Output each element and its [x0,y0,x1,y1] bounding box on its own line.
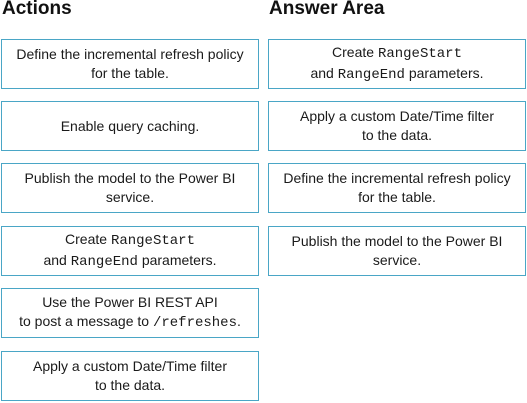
answer-area-heading: Answer Area [269,0,385,19]
action-item-rest-api-refreshes[interactable]: Use the Power BI REST API to post a mess… [1,288,259,338]
action-item-define-refresh-policy[interactable]: Define the incremental refresh policy fo… [1,39,259,89]
answer-item-create-parameters[interactable]: Create RangeStart and RangeEnd parameter… [268,39,526,89]
answer-item-text: Define the incremental refresh policy fo… [283,170,511,205]
answer-item-publish-model[interactable]: Publish the model to the Power BI servic… [268,226,526,276]
action-item-text: Use the Power BI REST API to post a mess… [19,294,241,331]
action-item-enable-query-caching[interactable]: Enable query caching. [1,101,259,151]
action-item-text: Define the incremental refresh policy fo… [16,46,244,81]
action-item-text: Apply a custom Date/Time filter to the d… [33,358,227,393]
action-item-text: Create RangeStart and RangeEnd parameter… [43,231,217,270]
answer-item-apply-date-filter[interactable]: Apply a custom Date/Time filter to the d… [268,101,526,151]
action-item-apply-date-filter[interactable]: Apply a custom Date/Time filter to the d… [1,351,259,401]
action-item-create-parameters[interactable]: Create RangeStart and RangeEnd parameter… [1,226,259,276]
answer-item-define-refresh-policy[interactable]: Define the incremental refresh policy fo… [268,163,526,213]
actions-heading: Actions [2,0,72,19]
action-item-publish-model[interactable]: Publish the model to the Power BI servic… [1,163,259,213]
action-item-text: Enable query caching. [60,117,200,134]
answer-item-text: Publish the model to the Power BI servic… [291,233,503,268]
action-item-text: Publish the model to the Power BI servic… [24,170,236,205]
answer-item-text: Create RangeStart and RangeEnd parameter… [310,44,484,83]
answer-item-text: Apply a custom Date/Time filter to the d… [300,108,494,143]
